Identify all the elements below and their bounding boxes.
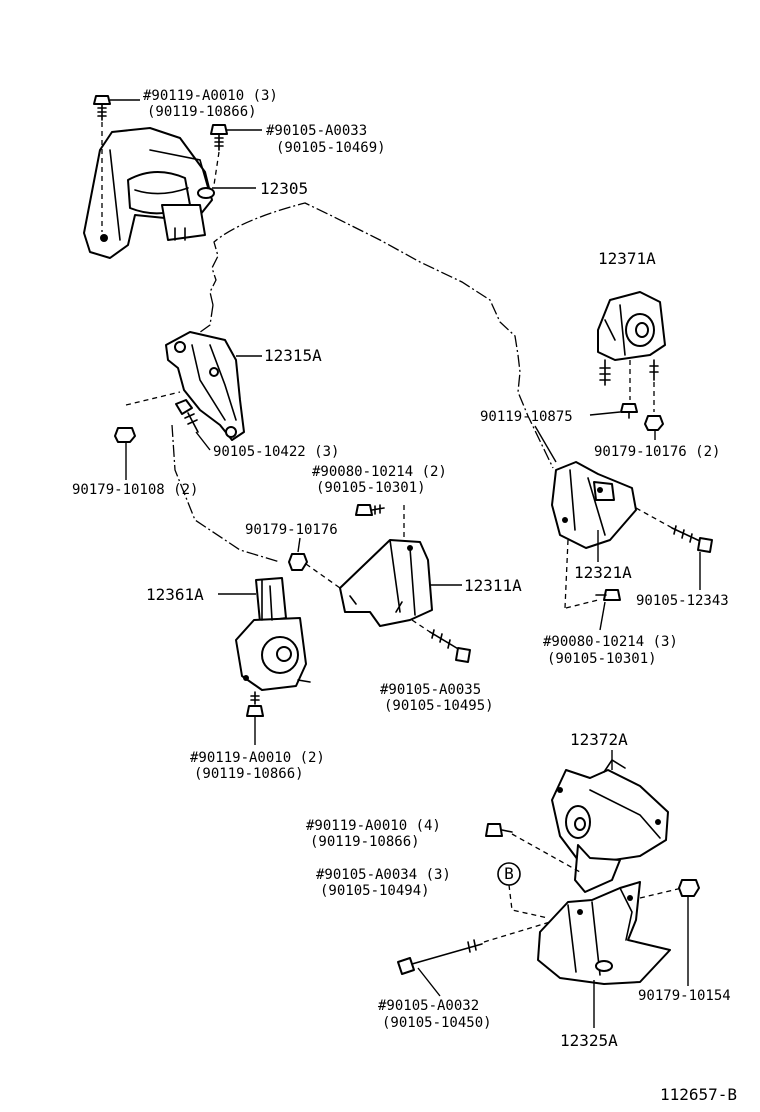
label-90119-a0010-4: #90119-A0010 (4)	[306, 818, 441, 834]
label-90119-a0010-3: #90119-A0010 (3)	[143, 88, 278, 104]
label-90080-10214-3: #90080-10214 (3)	[543, 634, 678, 650]
label-12305: 12305	[260, 179, 308, 198]
label-90105-10301-b: (90105-10301)	[547, 651, 657, 667]
label-90179-10176: 90179-10176	[245, 522, 338, 538]
label-90119-10866-c: (90119-10866)	[310, 834, 420, 850]
part-12321a-bracket[interactable]	[551, 461, 637, 549]
label-12325a: 12325A	[560, 1031, 618, 1050]
bolt-90105-12343[interactable]	[671, 525, 713, 553]
label-90119-10866-a: (90119-10866)	[147, 104, 257, 120]
label-90105-10301-a: (90105-10301)	[316, 480, 426, 496]
label-12372a: 12372A	[570, 730, 628, 749]
part-12305-bracket[interactable]	[83, 127, 215, 259]
label-90119-10866-b: (90119-10866)	[194, 766, 304, 782]
bolt-90080-10214-lower[interactable]	[595, 589, 621, 601]
bolt-90105-10422[interactable]	[175, 399, 199, 433]
part-12361a-mount[interactable]	[235, 577, 311, 691]
label-90105-10422-3: 90105-10422 (3)	[213, 444, 339, 460]
label-90105-10469: (90105-10469)	[276, 140, 386, 156]
label-90179-10108-2: 90179-10108 (2)	[72, 482, 198, 498]
bolt-90105-a0035[interactable]	[429, 629, 471, 663]
part-12325a-bracket[interactable]	[537, 881, 671, 985]
part-12371a-mount[interactable]	[597, 291, 666, 386]
label-12315a: 12315A	[264, 346, 322, 365]
bolt-90119-a0010-mid[interactable]	[246, 691, 264, 717]
label-90080-10214-2: #90080-10214 (2)	[312, 464, 447, 480]
nut-90179-10154[interactable]	[678, 879, 700, 897]
bolt-90105-a0032[interactable]	[397, 939, 483, 975]
label-90105-a0035: #90105-A0035	[380, 682, 481, 698]
label-90119-10875: 90119-10875	[480, 409, 573, 425]
label-90105-a0033: #90105-A0033	[266, 123, 367, 139]
reference-b-label: B	[504, 864, 514, 883]
label-12321a: 12321A	[574, 563, 632, 582]
engine-outline	[209, 202, 554, 469]
label-90105-10494: (90105-10494)	[320, 883, 430, 899]
bolt-90119-10875[interactable]	[620, 403, 638, 419]
drawing-number: 112657-B	[660, 1085, 737, 1104]
label-90105-10495: (90105-10495)	[384, 698, 494, 714]
label-90105-12343: 90105-12343	[636, 593, 729, 609]
label-90105-10450: (90105-10450)	[382, 1015, 492, 1031]
bolt-90119-a0010-top[interactable]	[93, 95, 111, 121]
label-12371a: 12371A	[598, 249, 656, 268]
label-12361a: 12361A	[146, 585, 204, 604]
part-12372a-mount[interactable]	[551, 758, 669, 893]
nut-90179-10176-pair[interactable]	[644, 415, 664, 431]
label-90105-a0034-3: #90105-A0034 (3)	[316, 867, 451, 883]
label-90105-a0032: #90105-A0032	[378, 998, 479, 1014]
bolt-90080-10214-upper[interactable]	[355, 504, 385, 516]
nut-90179-10176[interactable]	[288, 553, 308, 571]
label-90179-10154: 90179-10154	[638, 988, 731, 1004]
bolt-90119-a0010-lower[interactable]	[485, 823, 513, 837]
reference-b-marker: B	[497, 862, 521, 886]
part-12311a-bracket[interactable]	[339, 539, 433, 627]
nut-90179-10108[interactable]	[114, 427, 136, 443]
label-12311a: 12311A	[464, 576, 522, 595]
label-90119-a0010-2: #90119-A0010 (2)	[190, 750, 325, 766]
label-90179-10176-2: 90179-10176 (2)	[594, 444, 720, 460]
bolt-90105-a0033[interactable]	[210, 124, 228, 151]
part-12315a-bracket[interactable]	[165, 331, 245, 441]
